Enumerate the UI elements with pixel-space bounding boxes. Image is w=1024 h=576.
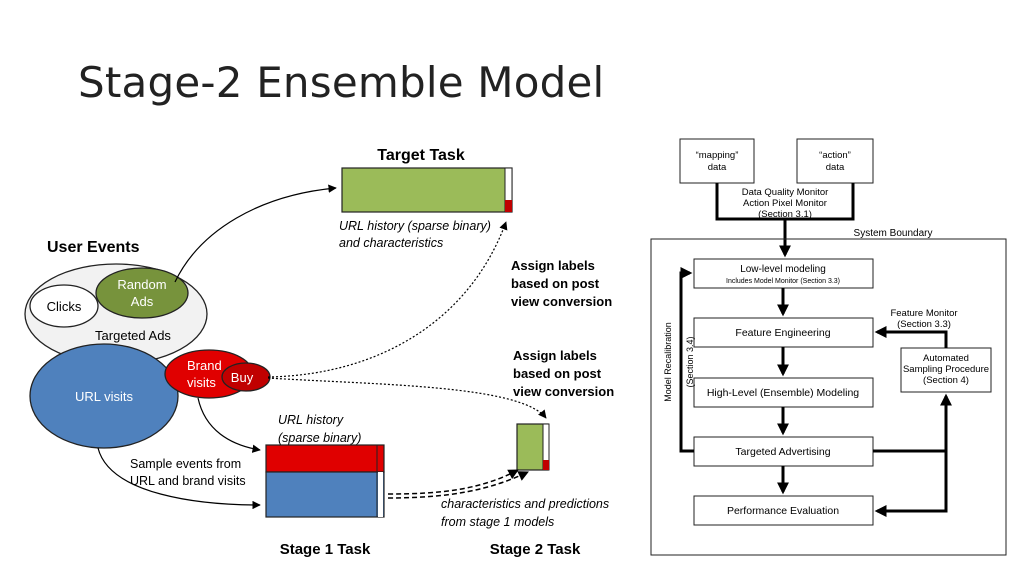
model-recalibration-loop: [679, 267, 694, 453]
stage1-to-stage2-arrow-b: [387, 471, 529, 499]
clicks-label: Clicks: [47, 299, 82, 314]
action-data-line1: “action”: [819, 150, 851, 161]
feature-engineering-box: [693, 317, 874, 348]
targeted-advertising-box: [693, 436, 874, 467]
stage1-to-stage2-arrow-a: [387, 469, 519, 495]
system-boundary-box: [650, 238, 1007, 556]
sampling-to-perf-arrow: [874, 451, 948, 517]
stage1-brand-rows: [265, 444, 385, 473]
brand-visits-line2: visits: [187, 375, 216, 390]
action-data-box: [796, 138, 874, 184]
left-diagram: Target Task URL history (sparse binary) …: [24, 147, 614, 558]
targeted-to-sampling-arrow: [873, 393, 952, 453]
system-boundary-label: System Boundary: [854, 228, 933, 239]
target-task-label: Target Task: [377, 147, 465, 164]
sample-events-line1: Sample events from: [130, 457, 241, 471]
stage1-negative-labels: [378, 472, 383, 517]
feature-engineering-label: Feature Engineering: [735, 327, 830, 339]
data-quality-line3: (Section 3.1): [758, 209, 812, 220]
url-visits-label: URL visits: [75, 389, 134, 404]
data-quality-line2: Action Pixel Monitor: [743, 198, 827, 209]
sample-events-line2: URL and brand visits: [130, 474, 246, 488]
random-ads-to-target-arrow: [174, 184, 337, 283]
clicks-ellipse: [29, 284, 99, 328]
stage1-task-label: Stage 1 Task: [280, 541, 371, 558]
target-desc-line1: URL history (sparse binary): [339, 219, 491, 233]
low-level-modeling-box: [693, 258, 874, 289]
feature-monitor-line1: Feature Monitor: [890, 308, 957, 319]
target-desc-line2: and characteristics: [339, 236, 443, 250]
url-visits-ellipse: [29, 343, 179, 449]
stage2-positive-labels: [543, 460, 549, 470]
stage2-desc-line2: from stage 1 models: [441, 515, 554, 529]
model-recalibration-line1: Model Recalibration: [663, 322, 673, 402]
stage1-desc-line2: (sparse binary): [278, 431, 361, 445]
automated-sampling-line1: Automated: [923, 353, 969, 364]
assign-labels-2-line2: based on post: [513, 366, 602, 381]
performance-evaluation-box: [693, 495, 874, 526]
url-to-stage1-arrow: [97, 447, 261, 510]
stage1-desc-line1: URL history: [278, 413, 344, 427]
brand-to-stage1-arrow: [197, 397, 261, 453]
buy-to-stage2-label-arrow: [267, 377, 547, 419]
brand-visits-line1: Brand: [187, 358, 222, 373]
buy-label: Buy: [231, 370, 254, 385]
targeted-advertising-label: Targeted Advertising: [735, 446, 830, 458]
random-ads-line1: Random: [117, 277, 166, 292]
automated-sampling-line2: Sampling Procedure: [903, 364, 989, 375]
stage2-desc-line1: characteristics and predictions: [441, 497, 609, 511]
right-flowchart: “mapping” data “action” data Data Qualit…: [650, 138, 1007, 556]
mapping-data-box: [679, 138, 755, 184]
user-events-label: User Events: [47, 239, 140, 256]
stage1-url-rows: [265, 471, 385, 518]
targeted-ads-label: Targeted Ads: [95, 328, 171, 343]
feature-monitor-arrow: [874, 326, 948, 348]
assign-labels-1-line1: Assign labels: [511, 258, 595, 273]
target-task-matrix: [341, 167, 513, 213]
automated-sampling-line3: (Section 4): [923, 375, 969, 386]
mapping-data-line2: data: [708, 162, 727, 173]
assign-labels-2-line3: view conversion: [513, 384, 614, 399]
low-level-modeling-sub: Includes Model Monitor (Section 3.3): [726, 278, 840, 285]
high-level-modeling-label: High-Level (Ensemble) Modeling: [707, 387, 859, 399]
slide-title: Stage-2 Ensemble Model: [78, 58, 605, 107]
performance-evaluation-label: Performance Evaluation: [727, 505, 839, 517]
random-ads-line2: Ads: [131, 294, 154, 309]
action-data-line2: data: [826, 162, 845, 173]
low-level-modeling-label: Low-level modeling: [740, 264, 826, 275]
random-ads-ellipse: [95, 267, 189, 319]
stage2-task-label: Stage 2 Task: [490, 541, 581, 558]
feature-monitor-line2: (Section 3.3): [897, 319, 951, 330]
data-quality-line1: Data Quality Monitor: [742, 187, 829, 198]
assign-labels-2-line1: Assign labels: [513, 348, 597, 363]
model-recalibration-line2: (Section 3.4): [685, 336, 695, 387]
automated-sampling-box: [900, 347, 992, 393]
assign-labels-1-line2: based on post: [511, 276, 600, 291]
mapping-data-line1: “mapping”: [696, 150, 739, 161]
target-task-positive-labels: [505, 200, 512, 212]
assign-labels-1-line3: view conversion: [511, 294, 612, 309]
